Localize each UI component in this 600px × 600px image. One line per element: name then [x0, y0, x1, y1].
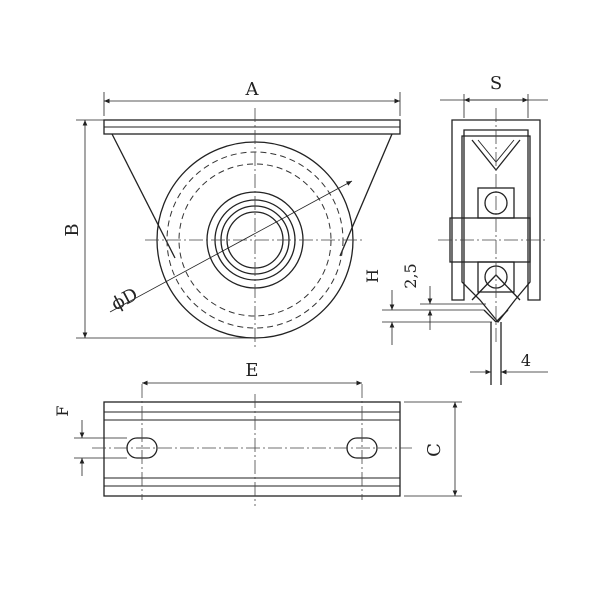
dimension-b: [76, 119, 255, 339]
label-s: S: [490, 73, 502, 94]
dimension-f: [74, 420, 127, 476]
dimension-h: [382, 286, 492, 345]
label-h: H: [363, 269, 382, 283]
dimension-s: [440, 94, 548, 118]
label-e: E: [245, 360, 258, 381]
bottom-view: [92, 384, 412, 506]
label-4: 4: [521, 351, 531, 370]
dimension-a: [103, 92, 401, 116]
label-b: B: [62, 223, 83, 236]
front-view: [103, 108, 401, 348]
side-view: [438, 108, 548, 385]
label-2-5: 2,5: [401, 263, 420, 288]
label-c: C: [424, 443, 445, 457]
dimension-c: [404, 401, 462, 497]
label-f: F: [53, 405, 72, 416]
label-a: A: [245, 79, 260, 100]
